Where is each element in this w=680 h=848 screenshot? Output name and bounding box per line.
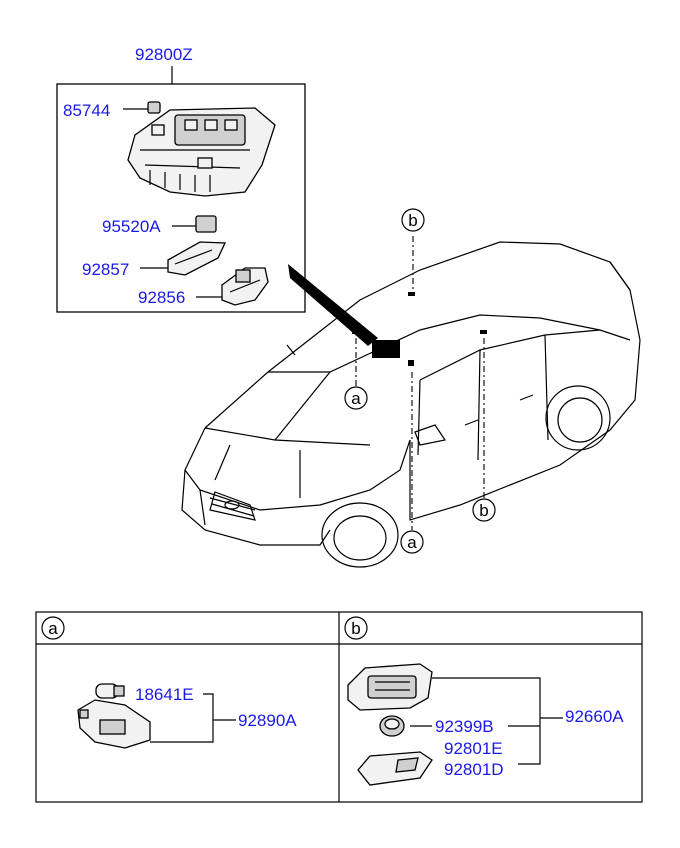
part-number-92856[interactable]: 92856 [138, 288, 185, 307]
callout-a-bottom[interactable]: a [400, 530, 424, 554]
bulb-92399B-illustration [379, 715, 405, 737]
roof-lamp-location [372, 340, 400, 358]
callout-b-top[interactable]: b [401, 208, 425, 232]
part-number-92660A[interactable]: 92660A [565, 707, 624, 726]
table-header-b: b [344, 616, 368, 640]
part-number-92800Z[interactable]: 92800Z [135, 45, 193, 64]
lens-92801-illustration [357, 751, 433, 786]
callout-a-left[interactable]: a [344, 386, 368, 410]
part-number-92890A[interactable]: 92890A [238, 711, 297, 730]
car-illustration [181, 241, 641, 568]
part-number-92801D[interactable]: 92801D [444, 760, 504, 779]
overhead-console-illustration [127, 107, 276, 197]
part-number-92857[interactable]: 92857 [82, 260, 129, 279]
lamp-92890A-illustration [77, 699, 151, 749]
pointer-arrow [288, 264, 378, 346]
part-number-92399B[interactable]: 92399B [435, 717, 494, 736]
part-number-85744[interactable]: 85744 [63, 101, 110, 120]
clip-85744-illustration [147, 101, 161, 114]
bulb-18641E-illustration [95, 683, 125, 699]
leader-92660A-bracket [432, 677, 541, 765]
leader-92890A-bracket [150, 693, 214, 743]
assembly-box [56, 83, 306, 313]
lens-92857-illustration [167, 241, 227, 276]
part-number-18641E[interactable]: 18641E [135, 685, 194, 704]
part-number-92801E[interactable]: 92801E [444, 739, 503, 758]
table-header-a: a [41, 616, 65, 640]
svg-text:a: a [351, 389, 361, 408]
svg-text:a: a [48, 619, 58, 638]
switch-95520A-illustration [195, 215, 217, 233]
callout-b-pillar[interactable]: b [472, 498, 496, 522]
svg-text:a: a [407, 533, 417, 552]
housing-92660A-illustration [347, 663, 433, 711]
svg-text:b: b [408, 211, 417, 230]
detail-table: a b 18641E 92890A [35, 611, 643, 803]
svg-text:b: b [479, 501, 488, 520]
part-number-95520A[interactable]: 95520A [102, 217, 161, 236]
svg-text:b: b [351, 619, 360, 638]
overhead-console-assembly-group: 92800Z 85744 95520A 92857 928 [56, 45, 306, 313]
